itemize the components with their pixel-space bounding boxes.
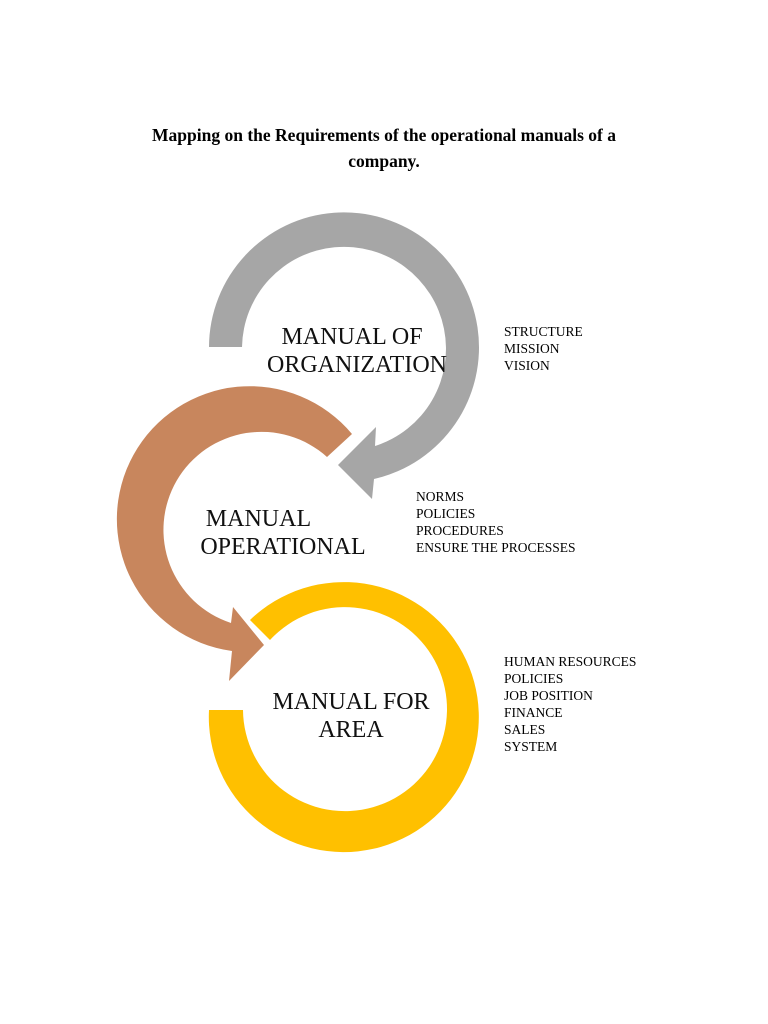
list-item: NORMS — [416, 489, 465, 504]
list-item: FINANCE — [504, 705, 563, 720]
operational-ring-arrow — [116, 386, 352, 681]
list-item: POLICIES — [416, 506, 476, 521]
list-item: PROCEDURES — [416, 523, 504, 538]
area-ring-arrow — [208, 582, 479, 853]
operational-requirements-list: NORMS POLICIES PROCEDURES ENSURE THE PRO… — [416, 488, 576, 556]
list-item: ENSURE THE PROCESSES — [416, 540, 576, 555]
organization-ring-arrow — [209, 212, 479, 499]
organization-label-line-1: MANUAL OF — [281, 324, 422, 350]
page-title-line-2: company. — [348, 151, 420, 171]
area-requirements-list: HUMAN RESOURCES POLICIES JOB POSITION FI… — [504, 653, 636, 755]
area-ring-label: MANUAL FOR AREA — [272, 689, 435, 743]
list-item: SYSTEM — [504, 739, 558, 754]
operational-label-line-1: MANUAL — [206, 506, 311, 532]
operational-label-line-2: OPERATIONAL — [200, 534, 365, 560]
organization-ring-label: MANUAL OF ORGANIZATION — [267, 324, 447, 378]
list-item: JOB POSITION — [504, 688, 593, 703]
organization-label-line-2: ORGANIZATION — [267, 352, 447, 378]
area-label-line-1: MANUAL FOR — [272, 689, 429, 715]
page-title: Mapping on the Requirements of the opera… — [0, 122, 768, 174]
list-item: POLICIES — [504, 671, 564, 686]
list-item: STRUCTURE — [504, 324, 583, 339]
list-item: MISSION — [504, 341, 560, 356]
operational-ring-label: MANUAL OPERATIONAL — [200, 506, 365, 560]
list-item: SALES — [504, 722, 546, 737]
list-item: HUMAN RESOURCES — [504, 654, 637, 669]
organization-requirements-list: STRUCTURE MISSION VISION — [504, 323, 583, 374]
area-label-line-2: AREA — [318, 717, 384, 743]
list-item: VISION — [504, 358, 550, 373]
page-title-line-1: Mapping on the Requirements of the opera… — [152, 125, 616, 145]
